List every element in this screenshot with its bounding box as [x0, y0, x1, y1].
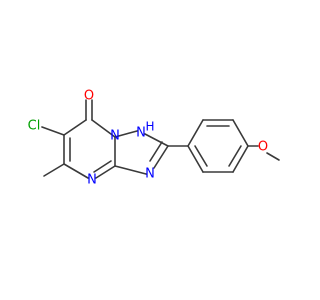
molecule-diagram: O Cl N H N N N O	[28, 89, 280, 188]
oxygen-carbonyl-label: O	[84, 89, 94, 104]
bond-nh-c2	[144, 133, 169, 147]
bond-c2-n3-double	[149, 141, 163, 162]
bond-n-bridge-c7	[91, 119, 116, 138]
bond-n4-c3a	[95, 165, 116, 179]
bond-c7-c6	[63, 119, 87, 136]
bond-ph-c4-c5	[232, 145, 249, 173]
bond-ph-c1-c2	[187, 119, 204, 147]
chlorine-label: Cl	[28, 119, 41, 134]
bond-c5-n4	[63, 163, 89, 179]
bond-ph-c3-c4	[232, 119, 249, 147]
bond-o-methyl	[266, 152, 280, 161]
bond-c5-methyl	[43, 163, 65, 177]
oxygen-methoxy-label: O	[258, 140, 268, 155]
bond-n4-c3a-double	[93, 160, 112, 173]
bond-ph-inner-3	[194, 145, 208, 167]
bond-ph-c6-c1	[187, 145, 204, 173]
bond-ph-inner-2	[228, 145, 242, 167]
nitrogen-left-ring-label: N	[87, 173, 97, 188]
hydrogen-nh-label: H	[145, 120, 154, 134]
atom-label-layer: O Cl N H N N N O	[28, 89, 268, 188]
bond-n3-c3a	[114, 165, 147, 175]
nitrogen-bridge-label: N	[110, 129, 120, 144]
chemical-structure-canvas: O Cl N H N N N O	[27, 88, 280, 188]
bond-layer	[41, 99, 280, 179]
nitrogen-triazole-label: N	[145, 167, 155, 182]
bond-c6-cl	[41, 126, 65, 136]
bond-n-bridge-nh	[114, 130, 138, 138]
nitrogen-nh-label: N	[136, 126, 146, 141]
bond-c2-n3	[153, 145, 169, 169]
